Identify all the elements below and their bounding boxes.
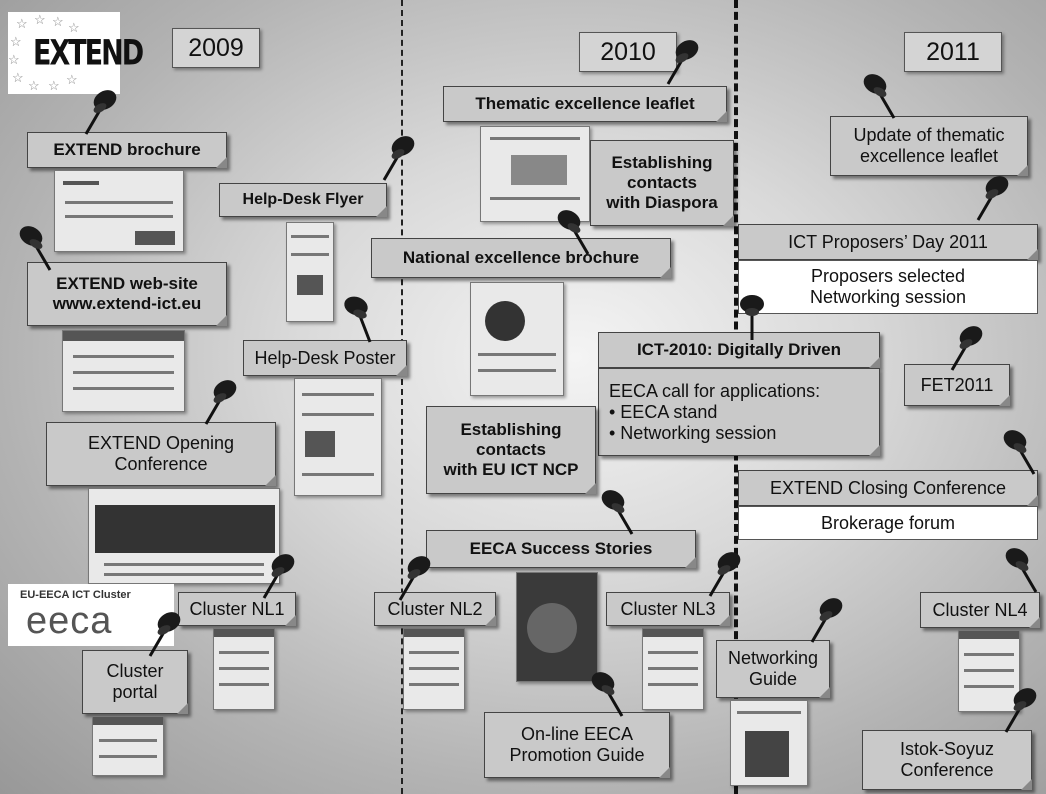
nl4-thumbnail [958, 630, 1020, 712]
nl3-thumbnail [642, 628, 704, 710]
pushpin-icon [601, 490, 634, 535]
website-thumbnail [62, 330, 185, 412]
pushpin-icon [262, 554, 295, 599]
note-helpdesk-poster: Help-Desk Poster [243, 340, 407, 376]
star-icon: ☆ [66, 72, 78, 87]
nl1-thumbnail [213, 628, 275, 710]
pushpin-icon [557, 210, 590, 255]
leaflet-thumbnail [480, 126, 590, 222]
pushpin-icon [204, 380, 237, 425]
pushpin-icon [708, 552, 741, 597]
networking-guide-thumbnail [730, 700, 808, 786]
year-2009: 2009 [172, 28, 260, 68]
note-national-brochure: National excellence brochure [371, 238, 671, 278]
note-ict2010-title: ICT-2010: Digitally Driven [598, 332, 880, 368]
star-icon: ☆ [28, 78, 40, 93]
pushpin-icon [950, 326, 983, 371]
note-thematic-leaflet: Thematic excellence leaflet [443, 86, 727, 122]
note-success-stories: EECA Success Stories [426, 530, 696, 568]
divider-2009-2010 [401, 0, 403, 794]
star-icon: ☆ [16, 16, 28, 31]
note-cluster-nl4: Cluster NL4 [920, 592, 1040, 628]
portal-thumbnail [92, 716, 164, 776]
note-fet2011: FET2011 [904, 364, 1010, 406]
note-ict2010-details: EECA call for applications:• EECA stand•… [598, 368, 880, 456]
note-closing-conference: EXTEND Closing Conference [738, 470, 1038, 506]
pushpin-icon [1004, 688, 1037, 733]
pushpin-icon [591, 672, 624, 717]
national-brochure-thumbnail [470, 282, 564, 396]
pushpin-icon [19, 226, 52, 271]
pushpin-icon [976, 176, 1009, 221]
note-cluster-nl2: Cluster NL2 [374, 592, 496, 626]
star-icon: ☆ [8, 52, 20, 67]
extend-logo: ☆ ☆ ☆ ☆ ☆ ☆ ☆ ☆ ☆ ☆ EXTEND [8, 12, 144, 94]
brochure-thumbnail [54, 170, 184, 252]
nl2-thumbnail [403, 628, 465, 710]
pushpin-icon [1003, 430, 1036, 475]
star-icon: ☆ [34, 12, 46, 27]
note-proposers-day: ICT Proposers’ Day 2011 [738, 224, 1038, 260]
note-cluster-nl1: Cluster NL1 [178, 592, 296, 626]
conference-photo [88, 488, 280, 584]
star-icon: ☆ [10, 34, 22, 49]
note-cluster-nl3: Cluster NL3 [606, 592, 730, 626]
note-extend-brochure: EXTEND brochure [27, 132, 227, 168]
pushpin-icon [1005, 548, 1038, 593]
brokerage-forum: Brokerage forum [738, 506, 1038, 540]
pushpin-icon [148, 612, 181, 657]
pushpin-icon [344, 296, 372, 343]
pushpin-icon [398, 556, 431, 601]
year-2011: 2011 [904, 32, 1002, 72]
success-stories-thumbnail [516, 572, 598, 682]
star-icon: ☆ [68, 20, 80, 35]
pushpin-icon [382, 136, 415, 181]
extend-logo-text: EXTEND [33, 33, 144, 74]
note-helpdesk-flyer: Help-Desk Flyer [219, 183, 387, 217]
pushpin-icon [863, 74, 896, 119]
eeca-cluster-logo: EU-EECA ICT Cluster eeca [8, 584, 174, 646]
poster-thumbnail [294, 378, 382, 496]
star-icon: ☆ [12, 70, 24, 85]
year-2010: 2010 [579, 32, 677, 72]
pushpin-icon [740, 295, 764, 340]
flyer-thumbnail [286, 222, 334, 322]
pushpin-icon [810, 598, 843, 643]
star-icon: ☆ [52, 14, 64, 29]
star-icon: ☆ [48, 78, 60, 93]
pushpin-icon [84, 90, 117, 135]
pushpin-icon [666, 40, 699, 85]
